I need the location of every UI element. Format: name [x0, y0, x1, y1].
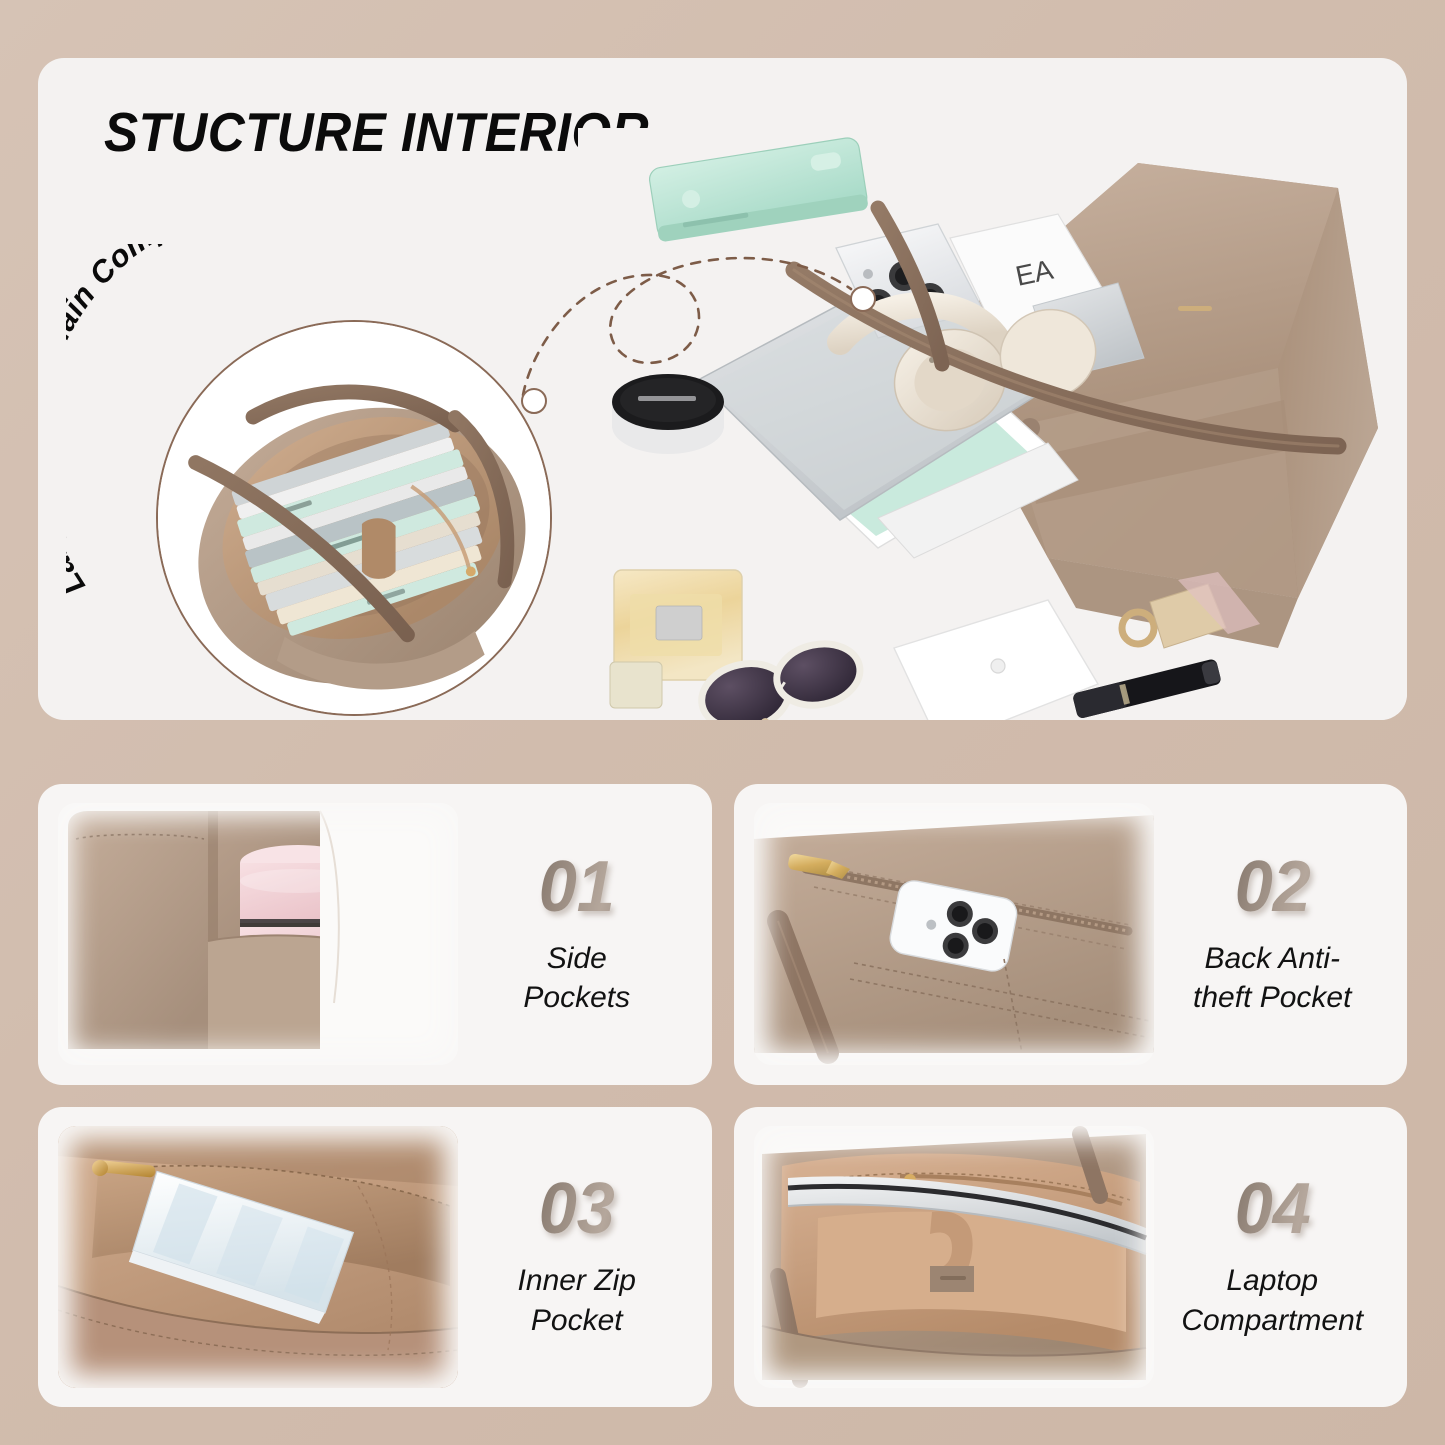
feature-card-laptop-compartment[interactable]: 04 Laptop Compartment	[733, 1106, 1408, 1407]
feature-label-04-line1: Laptop	[1226, 1264, 1319, 1298]
inner-zip-photo	[58, 1125, 458, 1388]
svg-text:EA: EA	[1013, 254, 1056, 292]
arc-label-text: Large Capacity Main Compartment	[66, 244, 288, 601]
feature-label-02-line2: theft Pocket	[1193, 981, 1352, 1015]
feature-label-01-line2: Pockets	[523, 981, 631, 1015]
feature-grid: 01 Side Pockets	[38, 784, 1407, 1407]
feature-number-04: 04	[1159, 1173, 1385, 1245]
feature-label-03-line2: Pocket	[530, 1303, 623, 1337]
feature-card-inner-zip-pocket[interactable]: 03 Inner Zip Pocket	[38, 1106, 712, 1407]
feature-card-side-pockets[interactable]: 01 Side Pockets	[38, 784, 712, 1085]
feature-label-03-line1: Inner Zip	[517, 1264, 636, 1298]
feature-card-back-antitheft-pocket[interactable]: 02 Back Anti- theft Pocket	[733, 784, 1408, 1085]
side-pocket-photo	[58, 803, 458, 1066]
feature-label-03: Inner Zip Pocket	[458, 1261, 696, 1340]
hero-card: STUCTURE INTERIOR	[38, 58, 1407, 720]
feature-label-04: Laptop Compartment	[1154, 1261, 1392, 1340]
feature-text-03: 03 Inner Zip Pocket	[458, 1173, 712, 1340]
back-pocket-photo	[753, 803, 1154, 1066]
feature-label-02: Back Anti- theft Pocket	[1154, 939, 1392, 1018]
callout-connector	[521, 256, 853, 397]
feature-label-02-line1: Back Anti-	[1204, 941, 1341, 975]
feature-label-01-line1: Side	[546, 941, 607, 975]
feature-text-02: 02 Back Anti- theft Pocket	[1154, 851, 1408, 1018]
callout-node-end	[850, 286, 876, 312]
feature-number-02: 02	[1159, 851, 1385, 923]
feature-label-01: Side Pockets	[458, 939, 696, 1018]
main-compartment-photo	[158, 322, 550, 714]
feature-text-01: 01 Side Pockets	[458, 851, 712, 1018]
laptop-compartment-photo	[753, 1125, 1154, 1388]
arc-label: Large Capacity Main Compartment	[66, 244, 288, 601]
page-title: STUCTURE INTERIOR	[104, 101, 649, 163]
feature-number-03: 03	[464, 1173, 690, 1245]
hero-photo-flatlay: EA	[578, 128, 1407, 720]
feature-label-04-line2: Compartment	[1181, 1303, 1364, 1337]
main-compartment-inset	[156, 320, 552, 716]
feature-number-01: 01	[464, 851, 690, 923]
feature-text-04: 04 Laptop Compartment	[1154, 1173, 1408, 1340]
